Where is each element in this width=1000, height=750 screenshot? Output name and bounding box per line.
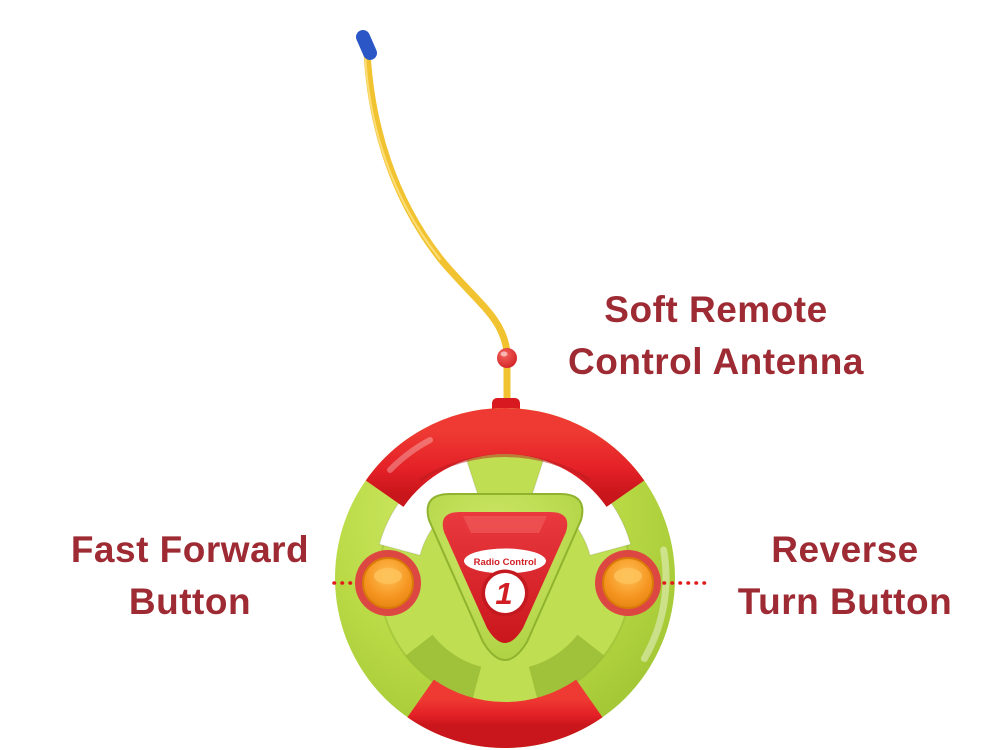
radio-control-label: Radio Control [474,557,537,568]
reverse-turn-button-highlight [614,568,642,584]
wheel-rim-sheen-right [640,546,670,662]
steering-wheel: Radio Control 1 [335,398,675,748]
wheel-bottom-grip [407,679,603,748]
fast-forward-button-highlight [374,568,402,584]
number-badge [485,573,525,613]
antenna-grommet-highlight [500,351,508,357]
fast-forward-annotation-line1: Fast Forward [70,529,310,570]
reverse-annotation-line1: Reverse [771,529,919,570]
antenna-tip-icon [356,30,377,60]
number-badge-text: 1 [495,576,512,611]
reverse-annotation-label: Reverse Turn Button [645,524,1000,628]
wheel-shadow-bottom-right [528,634,605,700]
center-red-pad-highlight [463,516,547,533]
fast-forward-button [355,550,421,616]
reverse-annotation-line2: Turn Button [737,581,953,622]
antenna-cable-sheen [364,53,441,260]
antenna-annotation-line1: Soft Remote [604,289,828,330]
reverse-turn-button [595,550,661,616]
antenna [356,30,517,430]
wheel-shadow-bottom-left [405,634,482,700]
antenna-annotation-label: Soft Remote Control Antenna [466,284,966,388]
fast-forward-annotation-line2: Button [128,581,252,622]
wheel-top-grip [365,408,645,508]
fast-forward-annotation-label: Fast Forward Button [0,524,390,628]
radio-control-plate [464,548,546,574]
wheel-rim-sheen-topleft [387,437,433,473]
antenna-annotation-line2: Control Antenna [568,341,864,382]
wheel-top-grip-seam [419,454,591,482]
